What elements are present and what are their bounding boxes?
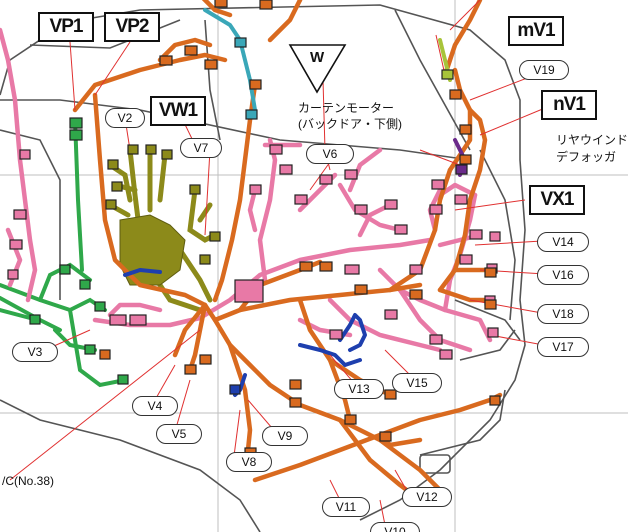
label-nv1: nV1 [541, 90, 597, 120]
label-v6: V6 [306, 144, 354, 164]
rear-defogger-note-line1: リヤウインド [556, 133, 628, 147]
page-reference: /C(No.38) [2, 474, 55, 488]
label-v13: V13 [334, 379, 384, 399]
olive-junction-block [119, 214, 186, 286]
label-v9: V9 [262, 426, 308, 446]
label-vp1: VP1 [38, 12, 94, 42]
label-vw1: VW1 [150, 96, 206, 126]
label-v3: V3 [12, 342, 58, 362]
label-v14: V14 [537, 232, 589, 252]
label-v8: V8 [226, 452, 272, 472]
label-v11: V11 [322, 497, 370, 517]
olive-connectors [105, 144, 221, 265]
other-connectors [229, 37, 468, 395]
w-triangle-symbol [288, 44, 347, 94]
label-vx1: VX1 [529, 185, 585, 215]
label-v12: V12 [402, 487, 452, 507]
rear-defogger-note-line2: デフォッガ [556, 150, 617, 164]
label-v7: V7 [180, 138, 222, 158]
orange-harness [72, 0, 503, 503]
label-v10: V10 [370, 522, 420, 532]
label-mv1: mV1 [508, 16, 564, 46]
label-w: W [310, 49, 325, 66]
curtain-motor-note-line2: (バックドア・下側) [298, 117, 402, 131]
label-v17: V17 [537, 337, 589, 357]
curtain-motor-note-line1: カーテンモーター [298, 101, 395, 115]
label-v16: V16 [537, 265, 589, 285]
green-connectors [29, 117, 129, 385]
label-v18: V18 [537, 304, 589, 324]
label-vp2: VP2 [104, 12, 160, 42]
label-v2: V2 [105, 108, 145, 128]
label-v4: V4 [132, 396, 178, 416]
leader-lines [9, 0, 549, 526]
label-v19: V19 [519, 60, 569, 80]
pink-connectors [7, 144, 501, 360]
label-v15: V15 [392, 373, 442, 393]
label-v5: V5 [156, 424, 202, 444]
